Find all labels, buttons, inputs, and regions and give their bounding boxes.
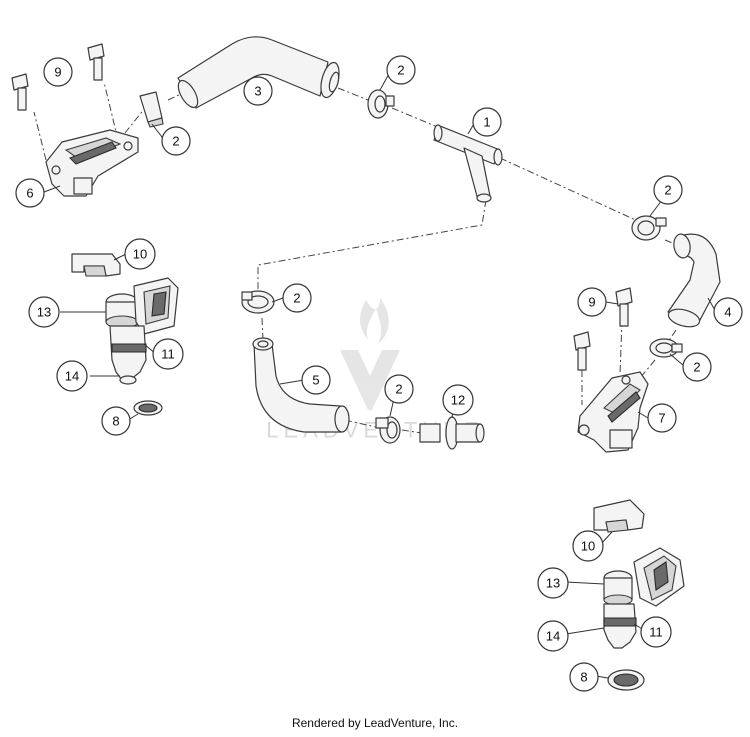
callout-2-left: 2	[161, 126, 191, 156]
callout-3: 3	[243, 76, 273, 106]
callout-5: 5	[301, 365, 331, 395]
fuel-injector-14-left	[109, 325, 147, 385]
callout-10-left: 10	[124, 238, 156, 270]
callout-1: 1	[472, 107, 502, 137]
bolt-9-left-a	[11, 73, 29, 111]
o-ring-8-right	[607, 669, 645, 691]
callout-2-middle: 2	[282, 283, 312, 313]
hose-clamp-2-top	[367, 89, 395, 119]
callout-label: 14	[65, 369, 79, 384]
callout-13-right: 13	[537, 567, 569, 599]
callout-label: 1	[483, 115, 490, 130]
callout-label: 10	[133, 247, 147, 262]
callout-9-right: 9	[577, 287, 607, 317]
clip-10-right	[593, 499, 645, 533]
callout-label: 9	[54, 65, 61, 80]
callout-2-top: 2	[386, 55, 416, 85]
hose-clamp-2-lower	[375, 416, 401, 444]
callout-label: 9	[588, 295, 595, 310]
bolt-9-right-a	[615, 287, 633, 327]
bolt-9-left-b	[87, 43, 105, 81]
callout-7: 7	[647, 403, 677, 433]
callout-label: 11	[161, 347, 175, 362]
callout-label: 7	[658, 411, 665, 426]
callout-label: 2	[664, 183, 671, 198]
throttle-body-7	[577, 371, 649, 453]
fuel-injector-13-left	[105, 293, 139, 329]
callout-10-right: 10	[572, 530, 604, 562]
assembly-lines	[33, 81, 686, 435]
hose-clamp-2-right-upper	[631, 215, 667, 241]
injector-connector-11-left	[133, 277, 179, 335]
callout-4: 4	[713, 297, 743, 327]
callout-label: 2	[172, 134, 179, 149]
callout-2-right-lower: 2	[682, 352, 712, 382]
fuel-fitting-12	[419, 416, 485, 450]
callout-6: 6	[15, 178, 45, 208]
t-connector-1	[433, 124, 503, 203]
watermark-logo	[340, 298, 400, 410]
injector-connector-11-right	[633, 547, 685, 607]
hose-clamp-2-middle	[241, 290, 275, 314]
callout-label: 12	[451, 393, 465, 408]
callout-11-right: 11	[640, 616, 672, 648]
callout-label: 4	[724, 305, 731, 320]
clip-10-left	[71, 253, 121, 277]
callout-label: 6	[26, 186, 33, 201]
callout-8-left: 8	[101, 406, 131, 436]
callout-11-left: 11	[152, 338, 184, 370]
callout-14-left: 14	[56, 360, 88, 392]
callout-2-lower: 2	[384, 374, 414, 404]
callout-label: 3	[254, 84, 261, 99]
callout-label: 2	[395, 382, 402, 397]
fuel-injector-13-right	[603, 570, 633, 606]
callout-label: 2	[693, 360, 700, 375]
footer-credit: Rendered by LeadVenture, Inc.	[291, 716, 459, 730]
callout-12: 12	[442, 384, 474, 416]
hose-clamp-2-right-lower	[649, 338, 683, 358]
callout-label: 13	[37, 305, 51, 320]
o-ring-8-left	[133, 400, 163, 416]
fuel-hose-5	[252, 337, 350, 433]
hose-clamp-2-left	[139, 91, 164, 128]
callout-label: 10	[581, 539, 595, 554]
callout-label: 11	[649, 625, 663, 640]
bolt-9-right-b	[573, 331, 591, 371]
callout-label: 8	[580, 670, 587, 685]
callout-label: 14	[546, 629, 560, 644]
callout-label: 13	[546, 576, 560, 591]
fuel-hose-4	[667, 233, 721, 328]
callout-8-right: 8	[569, 662, 599, 692]
callout-label: 2	[293, 291, 300, 306]
callout-label: 5	[312, 373, 319, 388]
callout-14-right: 14	[537, 620, 569, 652]
fuel-injector-14-right	[603, 603, 637, 649]
fuel-hose-3	[177, 36, 340, 109]
callout-label: 2	[397, 63, 404, 78]
callout-2-right-upper: 2	[653, 175, 683, 205]
callout-label: 8	[112, 414, 119, 429]
callout-9-left: 9	[43, 57, 73, 87]
callout-13-left: 13	[28, 296, 60, 328]
throttle-body-6	[45, 129, 139, 197]
